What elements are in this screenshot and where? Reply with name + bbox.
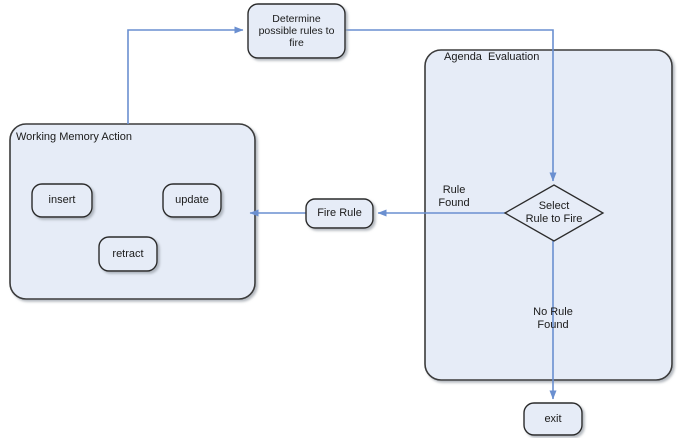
edge-determine-to-select — [345, 29, 557, 182]
node-fire-rule[interactable] — [305, 198, 374, 229]
node-update[interactable] — [162, 183, 222, 218]
container-title-working-memory-action: Working Memory Action — [16, 131, 132, 143]
node-insert[interactable] — [31, 183, 93, 218]
edge-label-no-rule-found: No Rule Found — [533, 306, 573, 332]
edge-wma-to-determine — [127, 26, 244, 124]
node-retract[interactable] — [98, 236, 158, 272]
container-title-agenda-evaluation: Agenda Evaluation — [444, 51, 540, 63]
edge-label-rule-found: Rule Found — [438, 184, 470, 210]
node-determine[interactable] — [247, 3, 346, 59]
node-select-rule-to-fire[interactable] — [503, 184, 605, 242]
node-exit[interactable] — [523, 402, 583, 436]
